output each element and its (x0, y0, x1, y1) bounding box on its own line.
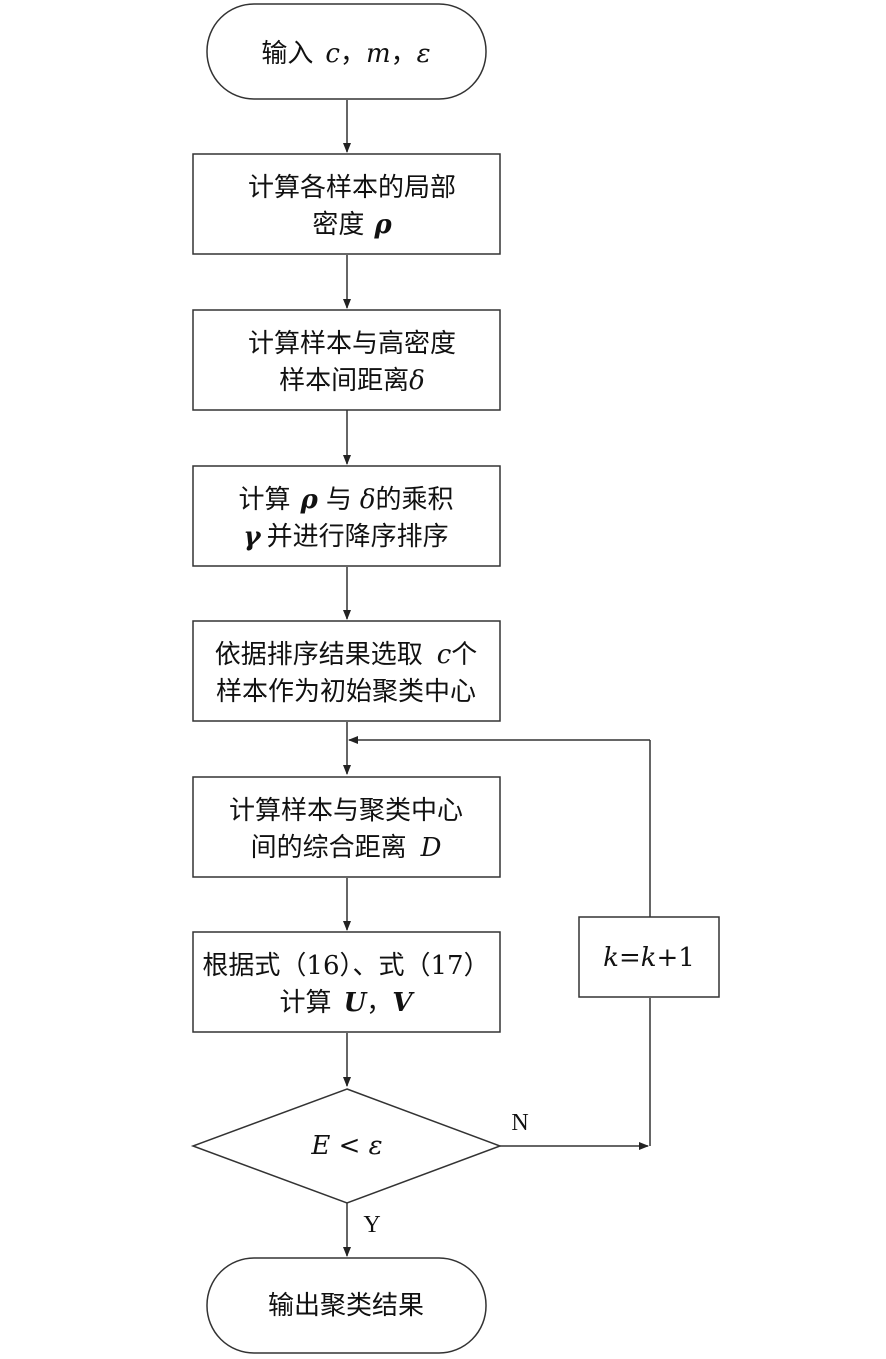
increment-label: k=k+1 (603, 943, 695, 973)
end-label: 输出聚类结果 (268, 1291, 424, 1321)
edge-label-yes: Y (363, 1212, 380, 1238)
update-box (192, 931, 501, 1033)
distance-line1: 计算样本与高密度 (248, 329, 456, 359)
distance-node: 计算样本与高密度 样本间距离δ (192, 309, 501, 411)
composite-box (192, 776, 501, 878)
decision-label: E < ε (310, 1131, 382, 1161)
select-line2: 样本作为初始聚类中心 (216, 677, 476, 707)
density-line1: 计算各样本的局部 (248, 173, 456, 203)
end-shape (206, 1257, 487, 1354)
edge-label-no: N (511, 1110, 528, 1136)
decision-diamond (190, 1088, 503, 1204)
end-node: 输出聚类结果 (206, 1257, 487, 1354)
increment-box (578, 916, 720, 998)
composite-line1: 计算样本与聚类中心 (229, 796, 463, 826)
decision-node: E < ε (190, 1088, 503, 1204)
distance-line2: 样本间距离δ (279, 366, 425, 396)
density-box (192, 153, 501, 255)
start-shape (206, 3, 487, 100)
edges (343, 100, 651, 1257)
product-box (192, 465, 501, 567)
increment-node: k=k+1 (578, 916, 720, 998)
distance-box (192, 309, 501, 411)
select-box (192, 620, 501, 722)
update-line1: 根据式（16）、式（17） (202, 951, 489, 981)
